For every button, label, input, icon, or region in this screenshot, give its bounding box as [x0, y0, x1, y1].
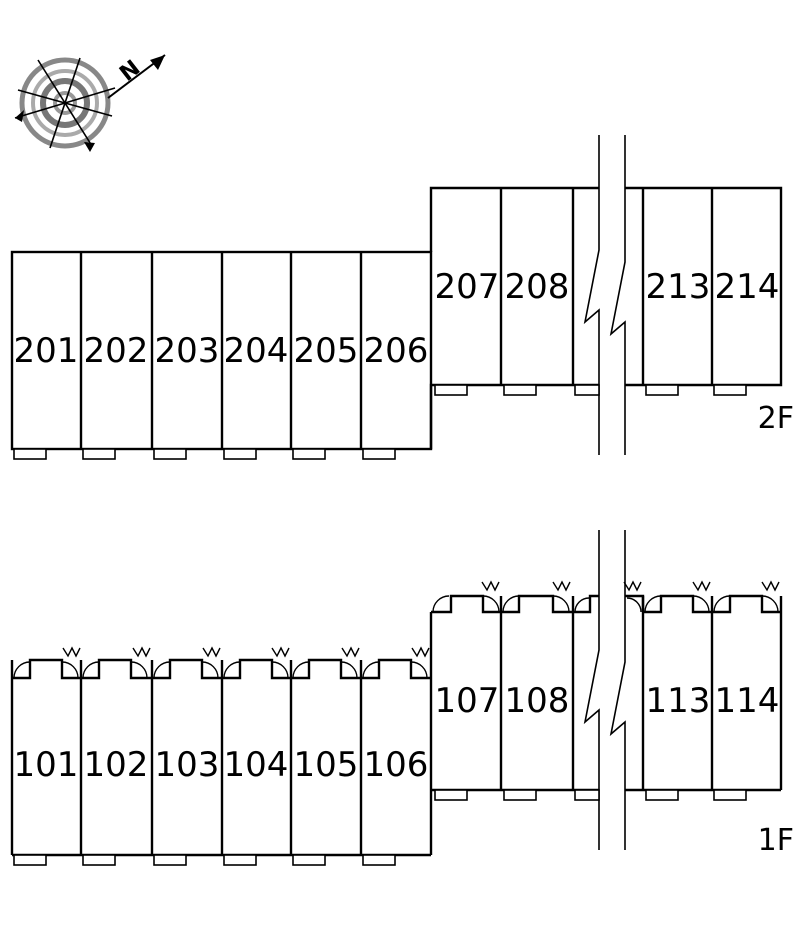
- floor-2f-right-block: [429, 186, 783, 449]
- break-line-1f: [583, 530, 626, 850]
- unit-label: 103: [155, 745, 220, 785]
- unit-label: 102: [84, 745, 149, 785]
- unit-label: 202: [84, 331, 149, 371]
- unit-label: 101: [14, 745, 79, 785]
- compass-north-letter: N: [115, 56, 145, 87]
- unit-label: 107: [435, 681, 500, 721]
- unit-label: 213: [646, 267, 711, 307]
- floor-2f-right-doors: [434, 384, 747, 396]
- unit-label: 205: [294, 331, 359, 371]
- floor-1f-right-door-swings: [432, 580, 780, 613]
- unit-label: 214: [715, 267, 780, 307]
- unit-label: 204: [224, 331, 289, 371]
- unit-label: 106: [364, 745, 429, 785]
- unit-label: 104: [224, 745, 289, 785]
- floor-1f-right-doors: [434, 789, 747, 801]
- unit-label: 105: [294, 745, 359, 785]
- unit-label: 206: [364, 331, 429, 371]
- floor-1f-left-door-swings: [13, 646, 430, 679]
- floor-label-1f: 1F: [758, 823, 794, 858]
- unit-label: 208: [505, 267, 570, 307]
- floor-1f-left-block: [10, 612, 433, 857]
- unit-label: 201: [14, 331, 79, 371]
- unit-label: 113: [646, 681, 711, 721]
- unit-label: 207: [435, 267, 500, 307]
- floor-label-2f: 2F: [758, 401, 794, 436]
- floor-1f-left-doors: [13, 854, 396, 866]
- unit-label: 108: [505, 681, 570, 721]
- compass-icon: N: [14, 54, 166, 152]
- floor-2f-left-block: [10, 250, 433, 460]
- unit-label: 114: [715, 681, 780, 721]
- unit-label: 203: [155, 331, 220, 371]
- break-line-2f: [583, 135, 626, 455]
